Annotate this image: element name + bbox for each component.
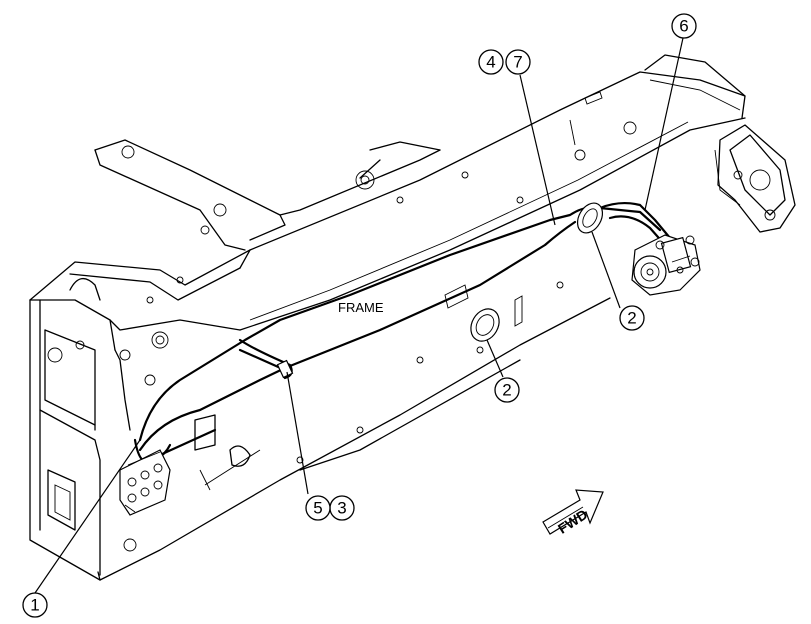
callout-1-label: 1 [30,596,39,615]
leader-lines [34,37,684,594]
callout-4-label: 4 [486,53,495,72]
callout-5: 5 [305,495,331,521]
callout-3: 3 [329,495,355,521]
callout-5-label: 5 [313,499,322,518]
rear-valve-block [119,449,171,516]
grommet-front [576,202,604,234]
forward-direction-arrow: FWD [542,489,604,537]
callout-7: 7 [505,49,531,75]
callout-3-label: 3 [337,499,346,518]
callout-4: 4 [478,49,504,75]
callout-1: 1 [22,592,48,618]
frame-drawing [29,54,796,581]
callout-6-label: 6 [679,17,688,36]
hose-clamp [276,359,294,379]
callout-6: 6 [671,13,697,39]
grommet-side [470,308,500,342]
callout-2-front-label: 2 [627,309,636,328]
frame-label: FRAME [338,300,384,315]
callout-2-side: 2 [494,377,520,403]
callout-2-front: 2 [619,305,645,331]
callout-7-label: 7 [513,53,522,72]
callout-2-side-label: 2 [502,381,511,400]
front-motor-assembly [631,234,701,296]
